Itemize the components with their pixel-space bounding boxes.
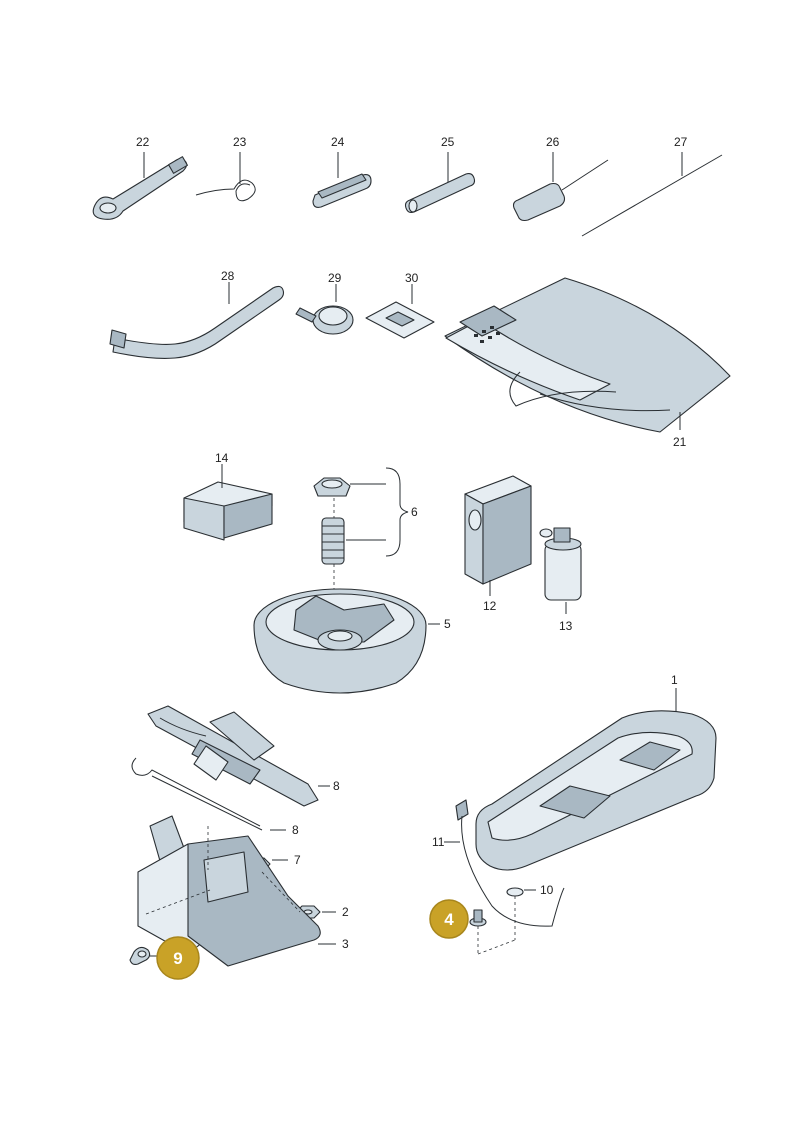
part-25-pin: 25 <box>404 135 476 214</box>
part-4-bolt <box>469 909 516 955</box>
badge-4-circle <box>429 899 469 939</box>
part-21-storage-bag: 21 <box>444 277 731 449</box>
label-7: 3 <box>342 937 349 951</box>
part-2-strap: 11 <box>432 799 565 927</box>
label-21: 21 <box>673 435 687 449</box>
part-11-jack: 8 <box>147 705 340 807</box>
part-28-wheel-brace: 28 <box>109 269 285 359</box>
label-13: 13 <box>559 619 573 633</box>
part-7-jack-holder: 3 <box>137 815 349 967</box>
label-10: 8 <box>292 823 299 837</box>
label-23: 23 <box>233 135 247 149</box>
label-27: 27 <box>674 135 688 149</box>
label-1: 1 <box>671 673 678 687</box>
part-3-clip: 10 <box>506 883 554 940</box>
label-14: 14 <box>215 451 229 465</box>
part-10-crank: 8 <box>131 757 299 837</box>
part-14-foam-block: 14 <box>183 451 273 541</box>
part-22-towing-eye: 22 <box>92 135 188 220</box>
label-8b: 2 <box>342 905 349 919</box>
part-26-screwdriver: 26 <box>512 135 609 222</box>
label-28: 28 <box>221 269 235 283</box>
part-30-plate: 30 <box>365 271 435 339</box>
badge-9-label: 9 <box>173 949 182 968</box>
part-9-clip <box>129 946 162 966</box>
part-27-rod: 27 <box>581 135 723 237</box>
part-23-wire-clip: 23 <box>195 135 256 202</box>
badge-4[interactable]: 4 <box>429 899 469 939</box>
label-6: 6 <box>411 505 418 519</box>
badge-4-label: 4 <box>444 910 454 929</box>
part-1-foam-tray: 1 <box>475 673 717 871</box>
label-11: 8 <box>333 779 340 793</box>
label-30: 30 <box>405 271 419 285</box>
label-8a: 7 <box>294 853 301 867</box>
label-22: 22 <box>136 135 150 149</box>
badge-9-circle <box>156 936 200 980</box>
part-6-nut-spring: 6 <box>313 467 418 600</box>
part-29-valve: 29 <box>295 271 354 335</box>
label-25: 25 <box>441 135 455 149</box>
label-29: 29 <box>328 271 342 285</box>
part-12-compressor: 12 <box>464 475 532 613</box>
label-3: 10 <box>540 883 554 897</box>
label-12: 12 <box>483 599 497 613</box>
label-24: 24 <box>331 135 345 149</box>
part-24-hook: 24 <box>312 135 372 208</box>
badge-9[interactable]: 9 <box>156 936 200 980</box>
part-13-sealant-bottle: 13 <box>539 527 582 633</box>
label-26: 26 <box>546 135 560 149</box>
label-5: 5 <box>444 617 451 631</box>
part-5-wheel-tray: 5 <box>253 588 451 694</box>
label-2: 11 <box>432 835 445 849</box>
